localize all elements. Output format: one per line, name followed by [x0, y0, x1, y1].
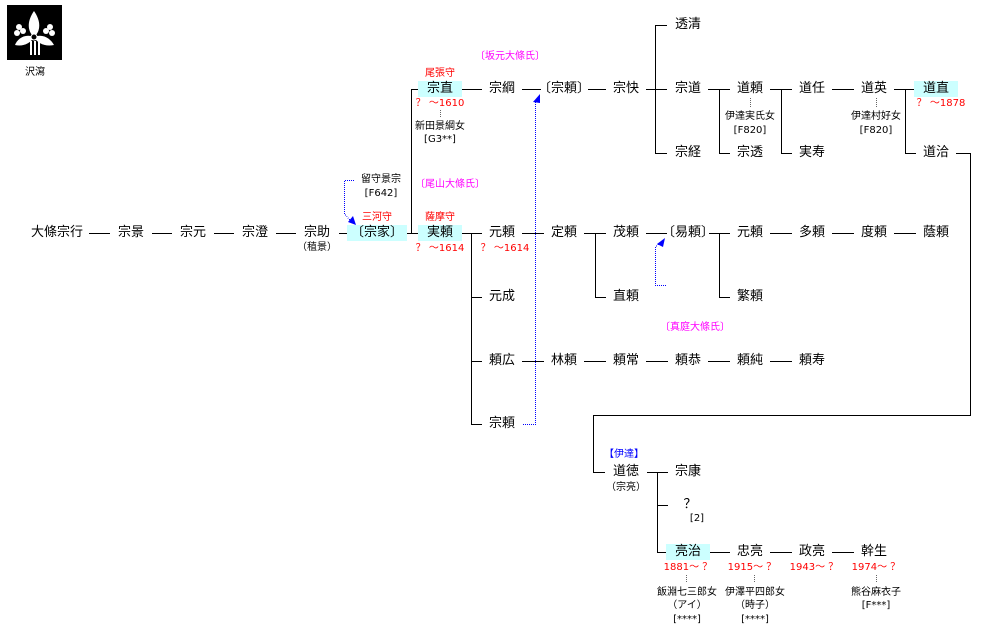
person-michihide-wife-code: [F820] — [859, 125, 893, 136]
person-michiyori-wife: 伊達実氏女 — [725, 111, 775, 122]
person-tadaaki-wife: 伊澤平四郎女 — [725, 587, 785, 598]
omodaka-crest-icon — [14, 11, 55, 55]
person-naoyori: 直頼 — [612, 289, 640, 304]
person-michinori: 道徳 — [612, 464, 640, 479]
person-muneyuki: 大條宗行 — [30, 225, 84, 240]
person-yasuyori: 〔易頼〕 — [661, 225, 715, 240]
person-doyori: 度頼 — [860, 225, 888, 240]
person-tadaaki-wife-name: （時子） — [735, 600, 775, 611]
person-masaaki: 政亮 — [798, 544, 826, 559]
person-yorihiro: 頼広 — [488, 353, 516, 368]
person-ryouji-wife-name: （アイ） — [667, 600, 707, 611]
person-munesuki: 宗透 — [736, 145, 764, 160]
person-kageyori: 蔭頼 — [922, 225, 950, 240]
person-munetsune: 宗経 — [674, 145, 702, 160]
crest-label: 沢瀉 — [25, 67, 45, 78]
person-michinao-dates: ？ ～1878 — [916, 98, 966, 109]
person-yorihisa: 頼寿 — [798, 353, 826, 368]
person-shigeyori: 茂頼 — [612, 225, 640, 240]
clan-label-oyama: 〔尾山大條氏〕 — [415, 179, 485, 190]
person-michihide: 道英 — [860, 81, 888, 96]
person-yoritsune: 頼常 — [612, 353, 640, 368]
person-motonari: 元成 — [488, 289, 516, 304]
person-munenao-wife-code: [G3**] — [424, 134, 456, 145]
arrow-to-muneie-icon — [348, 216, 356, 225]
person-michiyori: 道頼 — [736, 81, 764, 96]
person-michihiro: 道洽 — [922, 145, 950, 160]
person-ryouji-wife-code: [****] — [673, 614, 701, 625]
clan-label-maniwa: 〔真庭大條氏〕 — [660, 322, 730, 333]
arrow-to-yasuyori-icon — [657, 238, 665, 247]
person-munenao-dates: ？ ～1610 — [415, 98, 465, 109]
family-crest-omodaka — [7, 5, 62, 60]
person-tadaaki-wife-code: [****] — [741, 614, 769, 625]
person-yorizumi: 頼純 — [736, 353, 764, 368]
person-shigeyori-2: 繁頼 — [736, 289, 764, 304]
person-michinori-alias: （宗亮） — [606, 482, 646, 493]
person-michinao: 道直 — [913, 81, 959, 97]
person-ryouji: 亮治 — [665, 544, 711, 560]
person-muneyasu: 宗康 — [674, 464, 702, 479]
person-mikio-wife: 熊谷麻衣子 — [851, 587, 901, 598]
person-michitou: 道任 — [798, 81, 826, 96]
clan-label-sakamoto: 〔坂元大條氏〕 — [475, 51, 545, 62]
person-munemoto: 宗元 — [179, 225, 207, 240]
person-motoyori: 元頼 — [488, 225, 516, 240]
person-munesuke-alias: （稙景） — [297, 242, 337, 253]
person-mikio: 幹生 — [860, 544, 888, 559]
person-michiyori-wife-code: [F820] — [733, 125, 767, 136]
person-muneyori-adopted: 〔宗頼〕 — [537, 81, 591, 96]
person-unknown: ？ — [683, 497, 697, 512]
person-masaaki-dates: 1943～ ？ — [789, 562, 839, 573]
person-ryouji-wife: 飯淵七三郎女 — [657, 587, 717, 598]
person-ryouji-dates: 1881～ ？ — [663, 562, 713, 573]
person-muneyori: 宗頼 — [488, 416, 516, 431]
person-tayori: 多頼 — [798, 225, 826, 240]
person-munekai: 宗快 — [612, 81, 640, 96]
person-munesuke: 宗助 — [303, 225, 331, 240]
person-tousei: 透清 — [674, 17, 702, 32]
person-sanetomo-title: 薩摩守 — [425, 212, 455, 223]
person-sadayori: 定頼 — [550, 225, 578, 240]
person-sanetomo: 実頼 — [417, 225, 463, 241]
person-unknown-code: [2] — [689, 513, 705, 524]
person-munenao-title: 尾張守 — [425, 68, 455, 79]
person-munenao-wife: 新田景綱女 — [415, 121, 465, 132]
clan-label-date: 【伊達】 — [604, 449, 644, 460]
person-munenao: 宗直 — [417, 81, 463, 97]
person-yoriyasu: 頼恭 — [674, 353, 702, 368]
person-sanetomo-dates: ？ ～1614 — [415, 243, 465, 254]
person-mikio-dates: 1974～ ？ — [851, 562, 901, 573]
person-sanehisa: 実寿 — [798, 145, 826, 160]
person-rinyori: 林頼 — [550, 353, 578, 368]
person-michihide-wife: 伊達村好女 — [851, 111, 901, 122]
person-tadaaki: 忠亮 — [736, 544, 764, 559]
person-rusu-kagemune: 留守景宗 — [361, 174, 401, 185]
person-tadaaki-dates: 1915～ ？ — [727, 562, 777, 573]
arrow-to-muneyori-icon — [533, 94, 540, 103]
person-muneie: 〔宗家〕 — [346, 225, 408, 241]
person-munemichi: 宗道 — [674, 81, 702, 96]
person-motoyori-dates: ？ ～1614 — [480, 243, 530, 254]
person-muneie-title: 三河守 — [362, 212, 392, 223]
person-munesumi: 宗澄 — [241, 225, 269, 240]
person-munetsuna: 宗綱 — [488, 81, 516, 96]
person-motoyori-2: 元頼 — [736, 225, 764, 240]
person-rusu-code: [F642] — [364, 188, 398, 199]
person-munekage: 宗景 — [117, 225, 145, 240]
person-mikio-wife-code: [F***] — [861, 600, 891, 611]
